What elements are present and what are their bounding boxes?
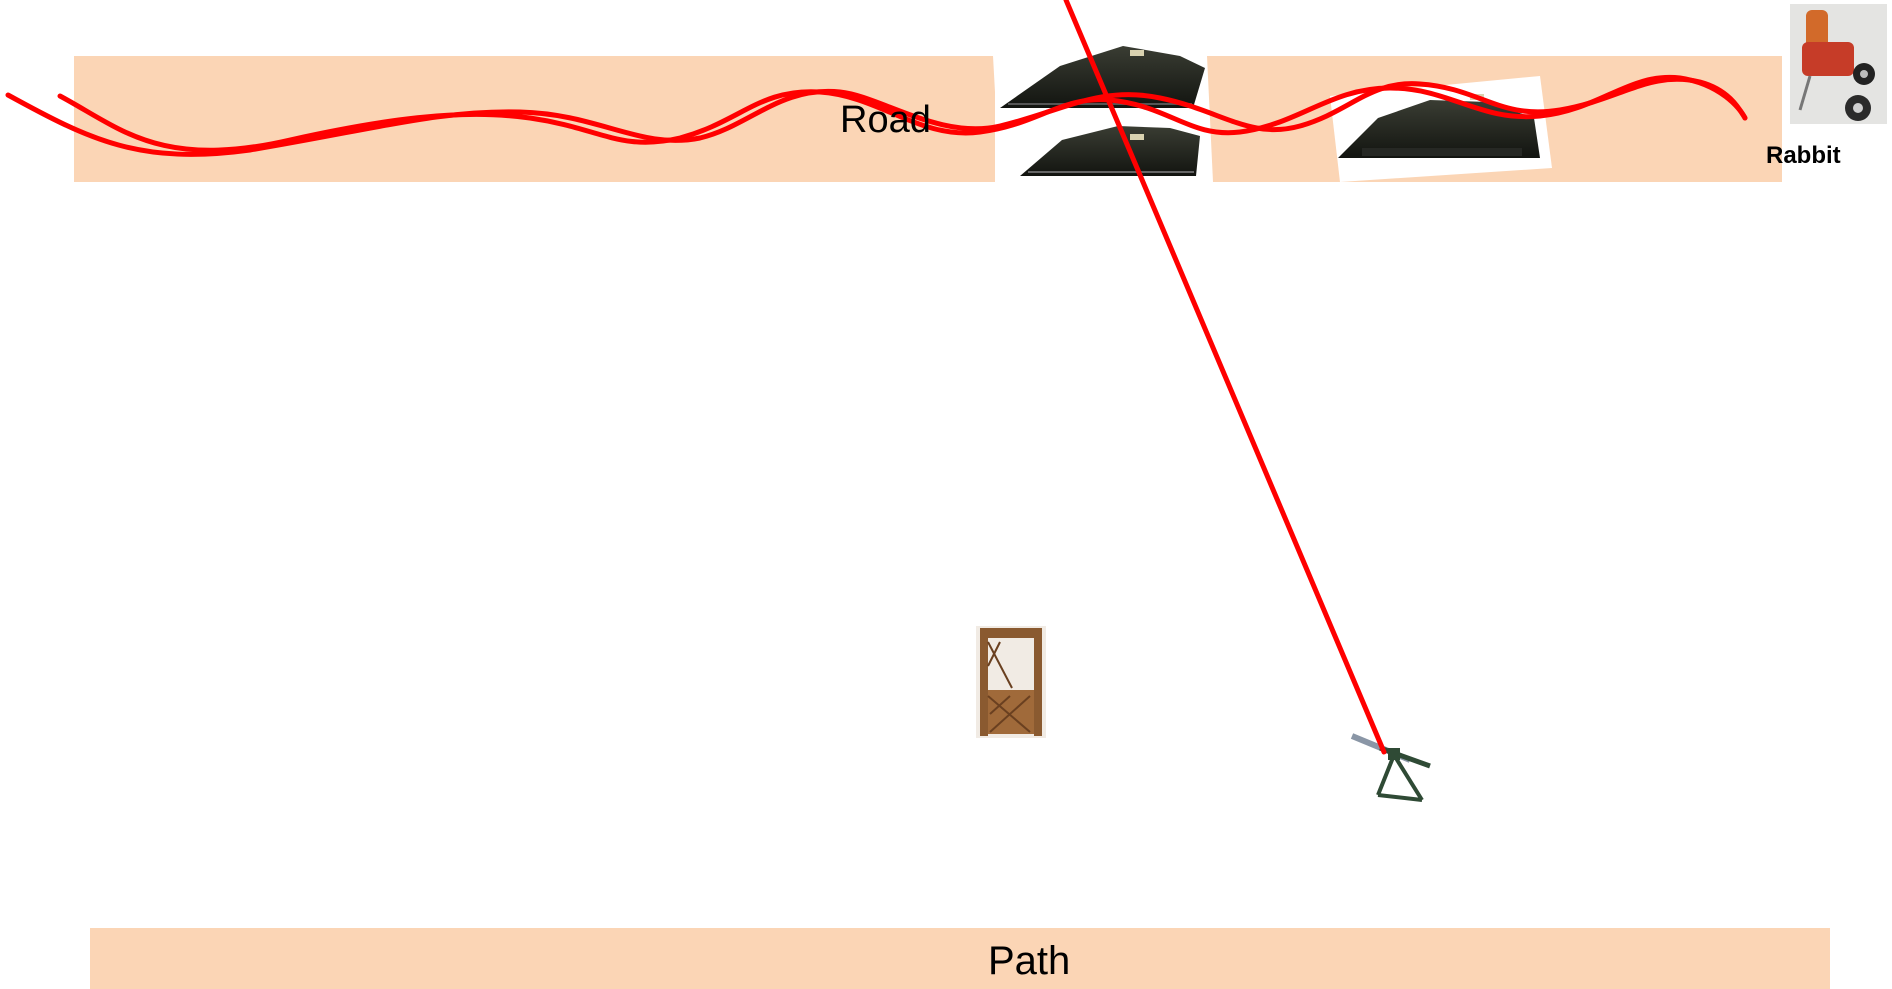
speed-bump-ramp-icon [995, 46, 1205, 182]
path-label: Path [988, 939, 1070, 983]
shot-trajectory [1063, 0, 1387, 755]
rabbit-trajectory-2 [57, 74, 1748, 153]
path-band [90, 928, 1830, 989]
tripod-mounted-gun-icon [1350, 733, 1431, 802]
rabbit-label: Rabbit [1766, 142, 1841, 169]
lattice-shooting-stand-icon [976, 626, 1046, 738]
clay-target-thrower-icon [1790, 4, 1887, 124]
trajectory-lines [5, 0, 1748, 755]
road-label: Road [840, 99, 931, 141]
